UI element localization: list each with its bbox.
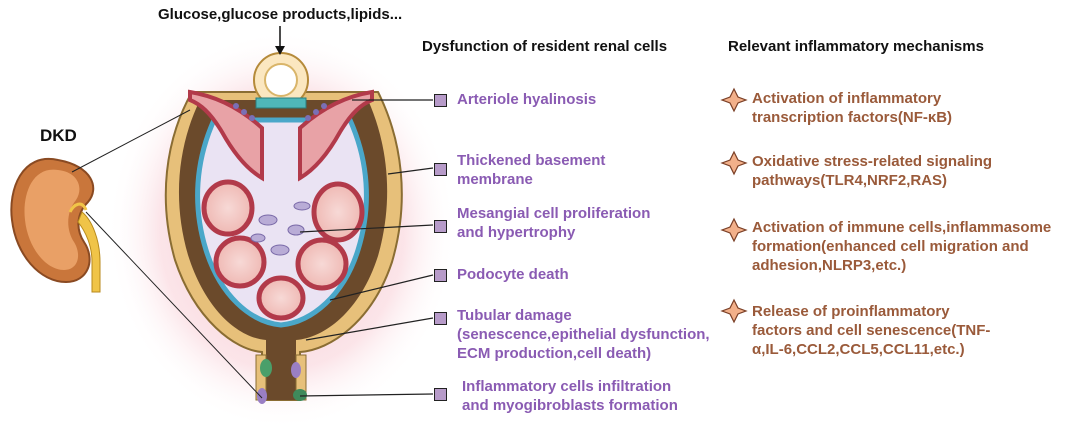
mechanism-line: transcription factors(NF-κB) [752, 109, 953, 126]
dysfunction-line: Thickened basement [457, 152, 606, 169]
dysfunction-line: and hypertrophy [457, 224, 576, 241]
dysfunction-line: Podocyte death [457, 266, 569, 283]
afferent-arteriole [188, 89, 264, 182]
dysfunction-line: Mesangial cell proliferation [457, 205, 651, 222]
mechanism-line: Activation of inflammatory [752, 90, 942, 107]
dysfunction-line: Inflammatory cells infiltration [462, 378, 672, 395]
star-icon [720, 150, 748, 176]
dysfunction-item: Mesangial cell proliferation and hypertr… [457, 204, 650, 242]
dysfunction-line: membrane [457, 171, 533, 188]
mechanism-line: pathways(TLR4,NRF2,RAS) [752, 172, 948, 189]
square-marker-icon [434, 269, 447, 282]
capillary-loops [201, 179, 365, 321]
dysfunction-line: (senescence,epithelial dysfunction, [457, 326, 710, 343]
mechanism-item: Release of proinflammatory factors and c… [752, 302, 990, 359]
square-marker-icon [434, 388, 447, 401]
star-icon [720, 217, 748, 243]
mechanisms-header: Relevant inflammatory mechanisms [728, 38, 984, 55]
kidney-icon [10, 157, 101, 293]
mechanism-line: formation(enhanced cell migration and [752, 238, 1029, 255]
top-label: Glucose,glucose products,lipids... [158, 6, 403, 23]
zoom-line-bottom [85, 211, 263, 399]
zoom-line-top [71, 109, 191, 173]
square-marker-icon [434, 94, 447, 107]
kidney-label: DKD [40, 126, 77, 145]
star-markers [720, 87, 748, 324]
mesangial-cells [250, 201, 311, 256]
mechanism-line: factors and cell senescence(TNF- [752, 322, 991, 339]
dysfunction-line: Tubular damage [457, 307, 572, 324]
star-icon [720, 87, 748, 113]
pointer-lines [299, 99, 434, 397]
mechanism-line: Release of proinflammatory [752, 303, 950, 320]
square-marker-icon [434, 312, 447, 325]
dysfunction-line: Arteriole hyalinosis [457, 91, 597, 108]
mechanism-line: adhesion,NLRP3,etc.) [752, 257, 907, 274]
square-marker-icon [434, 163, 447, 176]
interstitial-cells [255, 354, 307, 404]
dysfunction-header: Dysfunction of resident renal cells [422, 38, 668, 55]
dysfunction-line: ECM production,cell death) [457, 345, 652, 362]
mechanism-line: α,IL-6,CCL2,CCL5,CCL11,etc.) [752, 341, 965, 358]
dysfunction-item: Tubular damage (senescence,epithelial dy… [457, 306, 710, 363]
mechanism-line: Oxidative stress-related signaling [752, 153, 993, 170]
dysfunction-item: Podocyte death [457, 265, 569, 284]
hyalinosis-cells [233, 103, 327, 121]
star-icon [720, 298, 748, 324]
efferent-arteriole [298, 89, 374, 182]
dysfunction-line: and myogibroblasts formation [462, 397, 678, 414]
mechanism-line: Activation of immune cells,inflammasome [752, 219, 1052, 236]
square-marker-icon [434, 220, 447, 233]
mechanism-item: Activation of inflammatory transcription… [752, 89, 952, 127]
macula-densa [255, 97, 307, 109]
arrow-down-icon [275, 46, 285, 55]
dysfunction-item: Arteriole hyalinosis [457, 90, 596, 109]
dysfunction-item: Thickened basement membrane [457, 151, 605, 189]
mechanism-item: Oxidative stress-related signaling pathw… [752, 152, 992, 190]
dysfunction-item: Inflammatory cells infiltration and myog… [462, 377, 678, 415]
mechanism-item: Activation of immune cells,inflammasome … [752, 218, 1051, 275]
